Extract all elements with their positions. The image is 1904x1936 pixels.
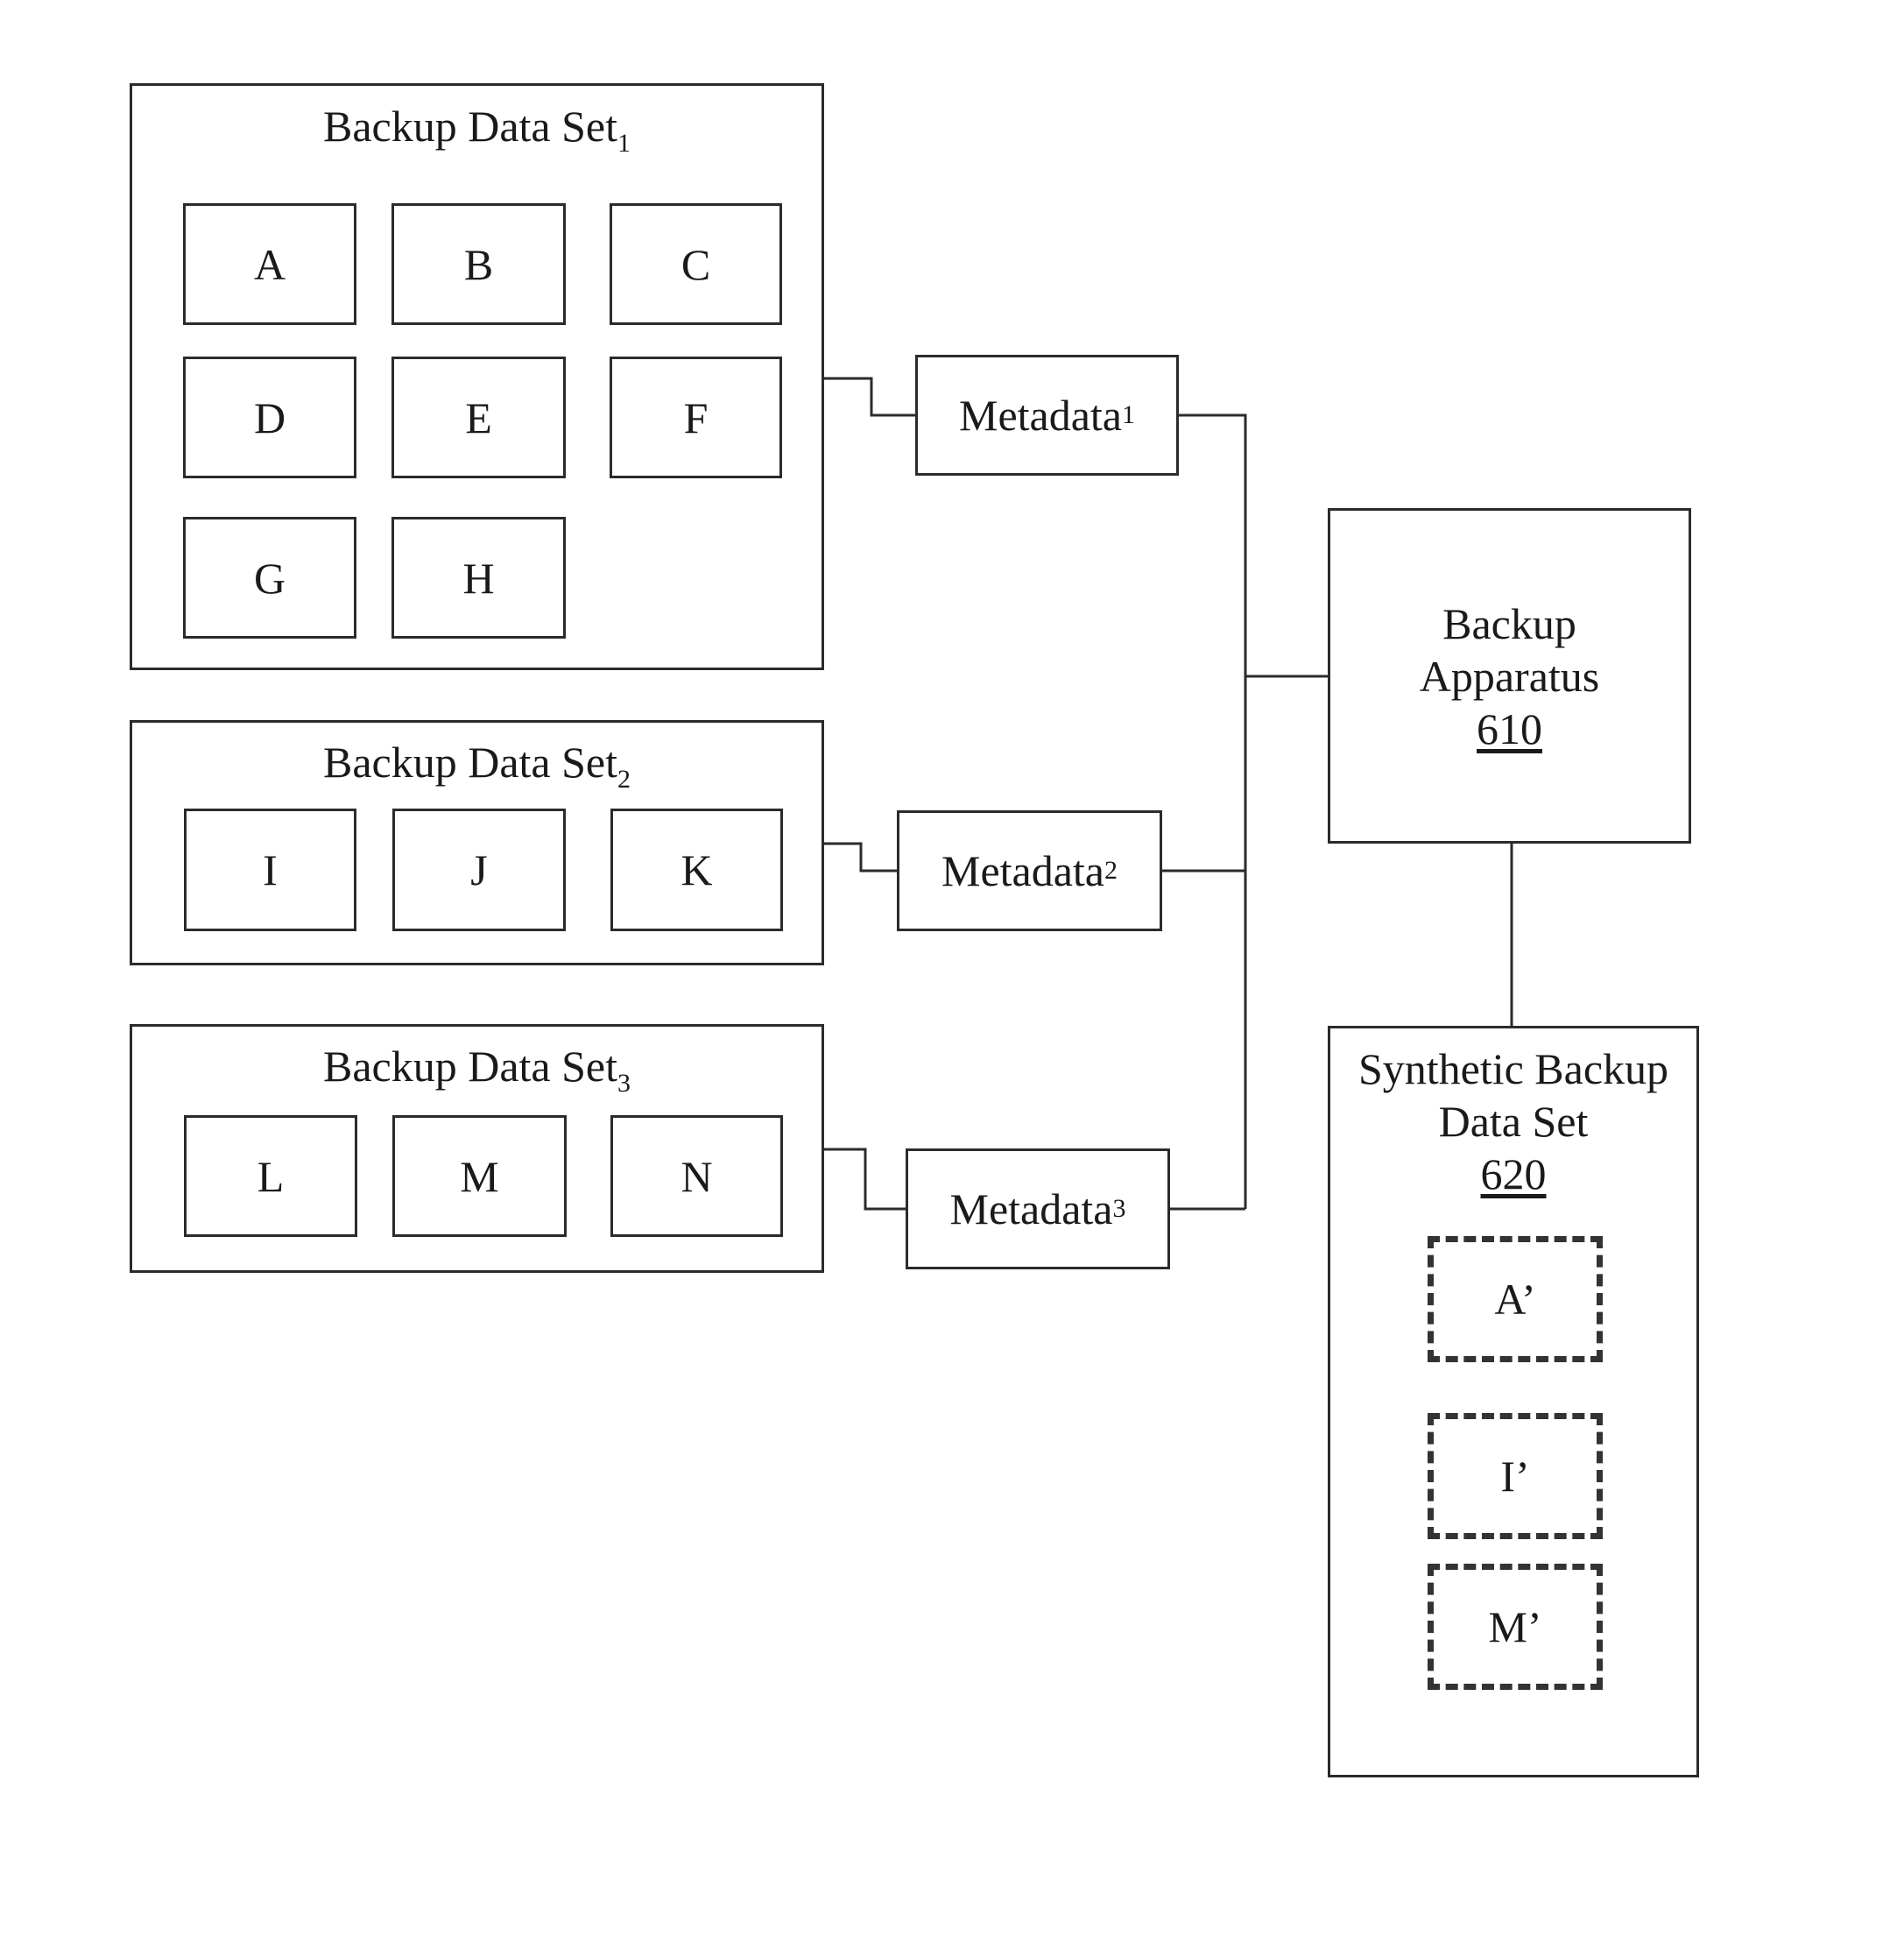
data-item-l: L <box>184 1115 357 1237</box>
connector-set2-metadata2 <box>824 844 897 871</box>
connector-set3-metadata3 <box>824 1149 906 1209</box>
backup-data-set-3-title: Backup Data Set3 <box>130 1040 824 1092</box>
backup-apparatus-line1: Backup <box>1442 597 1576 650</box>
data-item-g: G <box>183 517 356 639</box>
data-item-n: N <box>610 1115 783 1237</box>
backup-data-set-1-title: Backup Data Set1 <box>130 100 824 152</box>
backup-data-set-2-title: Backup Data Set2 <box>130 736 824 788</box>
synthetic-item-a-prime: A’ <box>1428 1236 1603 1362</box>
synthetic-backup-data-set-title: Synthetic Backup Data Set 620 <box>1328 1042 1699 1200</box>
metadata-3: Metadata3 <box>906 1148 1170 1269</box>
backup-apparatus-line2: Apparatus <box>1420 650 1600 703</box>
metadata-1: Metadata1 <box>915 355 1179 476</box>
data-item-c: C <box>610 203 782 325</box>
connector-metadata1-bus <box>1179 415 1245 1209</box>
synthetic-item-i-prime: I’ <box>1428 1413 1603 1539</box>
data-item-f: F <box>610 357 782 478</box>
metadata-2: Metadata2 <box>897 810 1162 931</box>
data-item-j: J <box>392 809 566 931</box>
synthetic-set-line1: Synthetic Backup <box>1358 1042 1668 1095</box>
data-item-b: B <box>391 203 566 325</box>
data-item-m: M <box>392 1115 567 1237</box>
data-item-a: A <box>183 203 356 325</box>
data-item-k: K <box>610 809 783 931</box>
data-item-h: H <box>391 517 566 639</box>
data-item-d: D <box>183 357 356 478</box>
data-item-i: I <box>184 809 356 931</box>
synthetic-item-m-prime: M’ <box>1428 1564 1603 1690</box>
backup-apparatus-ref: 610 <box>1477 703 1542 755</box>
synthetic-set-ref: 620 <box>1481 1148 1547 1200</box>
synthetic-set-line2: Data Set <box>1439 1095 1589 1148</box>
data-item-e: E <box>391 357 566 478</box>
connector-set1-metadata1 <box>824 378 915 415</box>
backup-apparatus: Backup Apparatus 610 <box>1328 508 1691 844</box>
